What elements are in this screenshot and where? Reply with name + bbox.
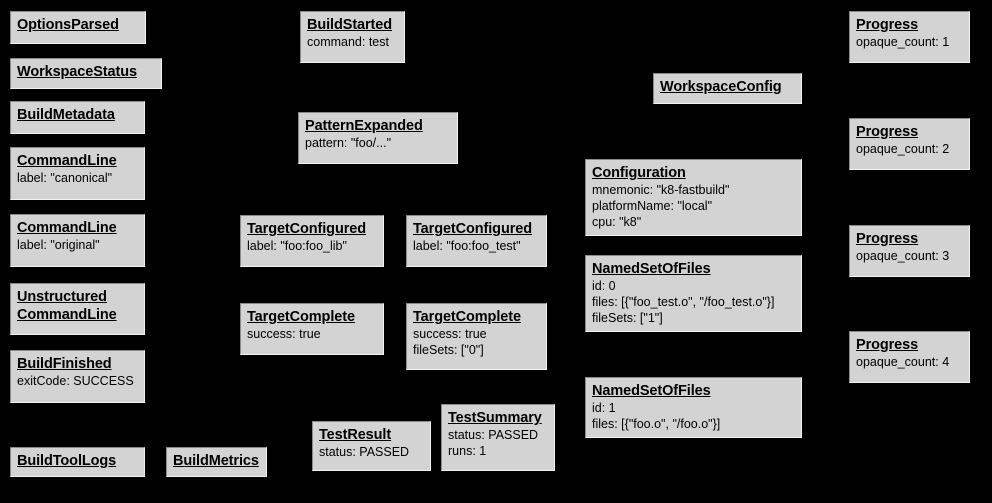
event-node-progress-4[interactable]: Progress opaque_count: 4 xyxy=(849,331,970,383)
event-node-workspace-status[interactable]: WorkspaceStatus xyxy=(10,58,162,89)
event-node-title: TestSummary xyxy=(448,410,542,426)
event-node-progress-1[interactable]: Progress opaque_count: 1 xyxy=(849,11,970,63)
event-node-options-parsed[interactable]: OptionsParsed xyxy=(10,11,146,44)
event-node-field: label: "foo:foo_lib" xyxy=(247,239,347,253)
event-node-target-complete-lib[interactable]: TargetComplete success: true xyxy=(240,303,384,355)
event-node-field: opaque_count: 2 xyxy=(856,142,950,156)
event-node-field: opaque_count: 3 xyxy=(856,249,950,263)
event-node-build-tool-logs[interactable]: BuildToolLogs xyxy=(10,447,145,477)
event-node-field: id: 1 xyxy=(592,401,616,415)
event-node-title: TestResult xyxy=(319,427,392,443)
event-node-unstructured-command-line[interactable]: Unstructured CommandLine xyxy=(10,283,145,335)
event-node-field: opaque_count: 4 xyxy=(856,355,950,369)
event-node-field: fileSets: ["0"] xyxy=(413,343,484,357)
event-node-title: TargetComplete xyxy=(413,309,521,325)
event-node-title: BuildStarted xyxy=(307,17,393,33)
event-node-build-metrics[interactable]: BuildMetrics xyxy=(166,447,267,477)
event-node-title: Progress xyxy=(856,337,919,353)
event-node-title: TargetConfigured xyxy=(413,221,532,237)
event-node-field: label: "canonical" xyxy=(17,171,113,185)
event-node-title: CommandLine xyxy=(17,153,117,169)
event-node-title: BuildMetrics xyxy=(173,453,259,469)
event-node-field: exitCode: SUCCESS xyxy=(17,374,134,388)
event-node-title: NamedSetOfFiles xyxy=(592,261,711,277)
event-node-field: success: true xyxy=(247,327,321,341)
event-node-title: TargetComplete xyxy=(247,309,355,325)
event-node-command-line-original[interactable]: CommandLine label: "original" xyxy=(10,214,145,267)
event-node-field: fileSets: ["1"] xyxy=(592,311,663,325)
event-node-command-line-canonical[interactable]: CommandLine label: "canonical" xyxy=(10,147,145,200)
event-node-build-metadata[interactable]: BuildMetadata xyxy=(10,101,145,134)
event-node-title: WorkspaceConfig xyxy=(660,79,782,95)
event-node-configuration[interactable]: Configuration mnemonic: "k8-fastbuild" pla… xyxy=(585,159,802,236)
event-node-field: pattern: "foo/..." xyxy=(305,136,392,150)
event-node-target-configured-test[interactable]: TargetConfigured label: "foo:foo_test" xyxy=(406,215,547,267)
event-node-field: id: 0 xyxy=(592,279,616,293)
event-node-title: WorkspaceStatus xyxy=(17,64,137,80)
event-node-title: TargetConfigured xyxy=(247,221,366,237)
event-node-pattern-expanded[interactable]: PatternExpanded pattern: "foo/..." xyxy=(298,112,458,164)
event-node-target-complete-test[interactable]: TargetComplete success: true fileSets: ["0… xyxy=(406,303,547,370)
event-node-field: success: true xyxy=(413,327,487,341)
event-node-progress-3[interactable]: Progress opaque_count: 3 xyxy=(849,225,970,277)
event-node-field: platformName: "local" xyxy=(592,199,713,213)
event-node-workspace-config[interactable]: WorkspaceConfig xyxy=(653,73,802,104)
event-node-title: OptionsParsed xyxy=(17,17,119,33)
event-node-progress-2[interactable]: Progress opaque_count: 2 xyxy=(849,118,970,170)
event-node-title: Progress xyxy=(856,17,919,33)
event-node-field: status: PASSED xyxy=(319,445,410,459)
event-node-title: Unstructured CommandLine xyxy=(17,289,117,323)
event-node-build-finished[interactable]: BuildFinished exitCode: SUCCESS xyxy=(10,350,145,403)
event-node-title: Configuration xyxy=(592,165,686,181)
event-node-field: files: [{"foo_test.o", "/foo_test.o"}] xyxy=(592,295,775,309)
event-node-test-summary[interactable]: TestSummary status: PASSED runs: 1 xyxy=(441,404,555,471)
event-node-field: runs: 1 xyxy=(448,444,487,458)
event-node-title: Progress xyxy=(856,124,919,140)
event-node-build-started[interactable]: BuildStarted command: test xyxy=(300,11,405,63)
event-node-field: files: [{"foo.o", "/foo.o"}] xyxy=(592,417,721,431)
event-node-title: NamedSetOfFiles xyxy=(592,383,711,399)
event-node-named-set-of-files-1[interactable]: NamedSetOfFiles id: 1 files: [{"foo.o", "/… xyxy=(585,377,802,438)
event-node-field: opaque_count: 1 xyxy=(856,35,950,49)
event-node-title: CommandLine xyxy=(17,220,117,236)
event-node-field: cpu: "k8" xyxy=(592,215,642,229)
event-node-field: command: test xyxy=(307,35,389,49)
event-node-title: BuildFinished xyxy=(17,356,112,372)
event-node-title: BuildMetadata xyxy=(17,107,115,123)
event-node-field: status: PASSED xyxy=(448,428,539,442)
event-node-field: label: "foo:foo_test" xyxy=(413,239,521,253)
event-node-title: BuildToolLogs xyxy=(17,453,117,469)
event-node-field: mnemonic: "k8-fastbuild" xyxy=(592,183,730,197)
event-node-named-set-of-files-0[interactable]: NamedSetOfFiles id: 0 files: [{"foo_test.o… xyxy=(585,255,802,332)
event-node-field: label: "original" xyxy=(17,238,100,252)
event-node-title: PatternExpanded xyxy=(305,118,423,134)
event-node-test-result[interactable]: TestResult status: PASSED xyxy=(312,421,431,471)
event-node-target-configured-lib[interactable]: TargetConfigured label: "foo:foo_lib" xyxy=(240,215,384,267)
event-node-title: Progress xyxy=(856,231,919,247)
